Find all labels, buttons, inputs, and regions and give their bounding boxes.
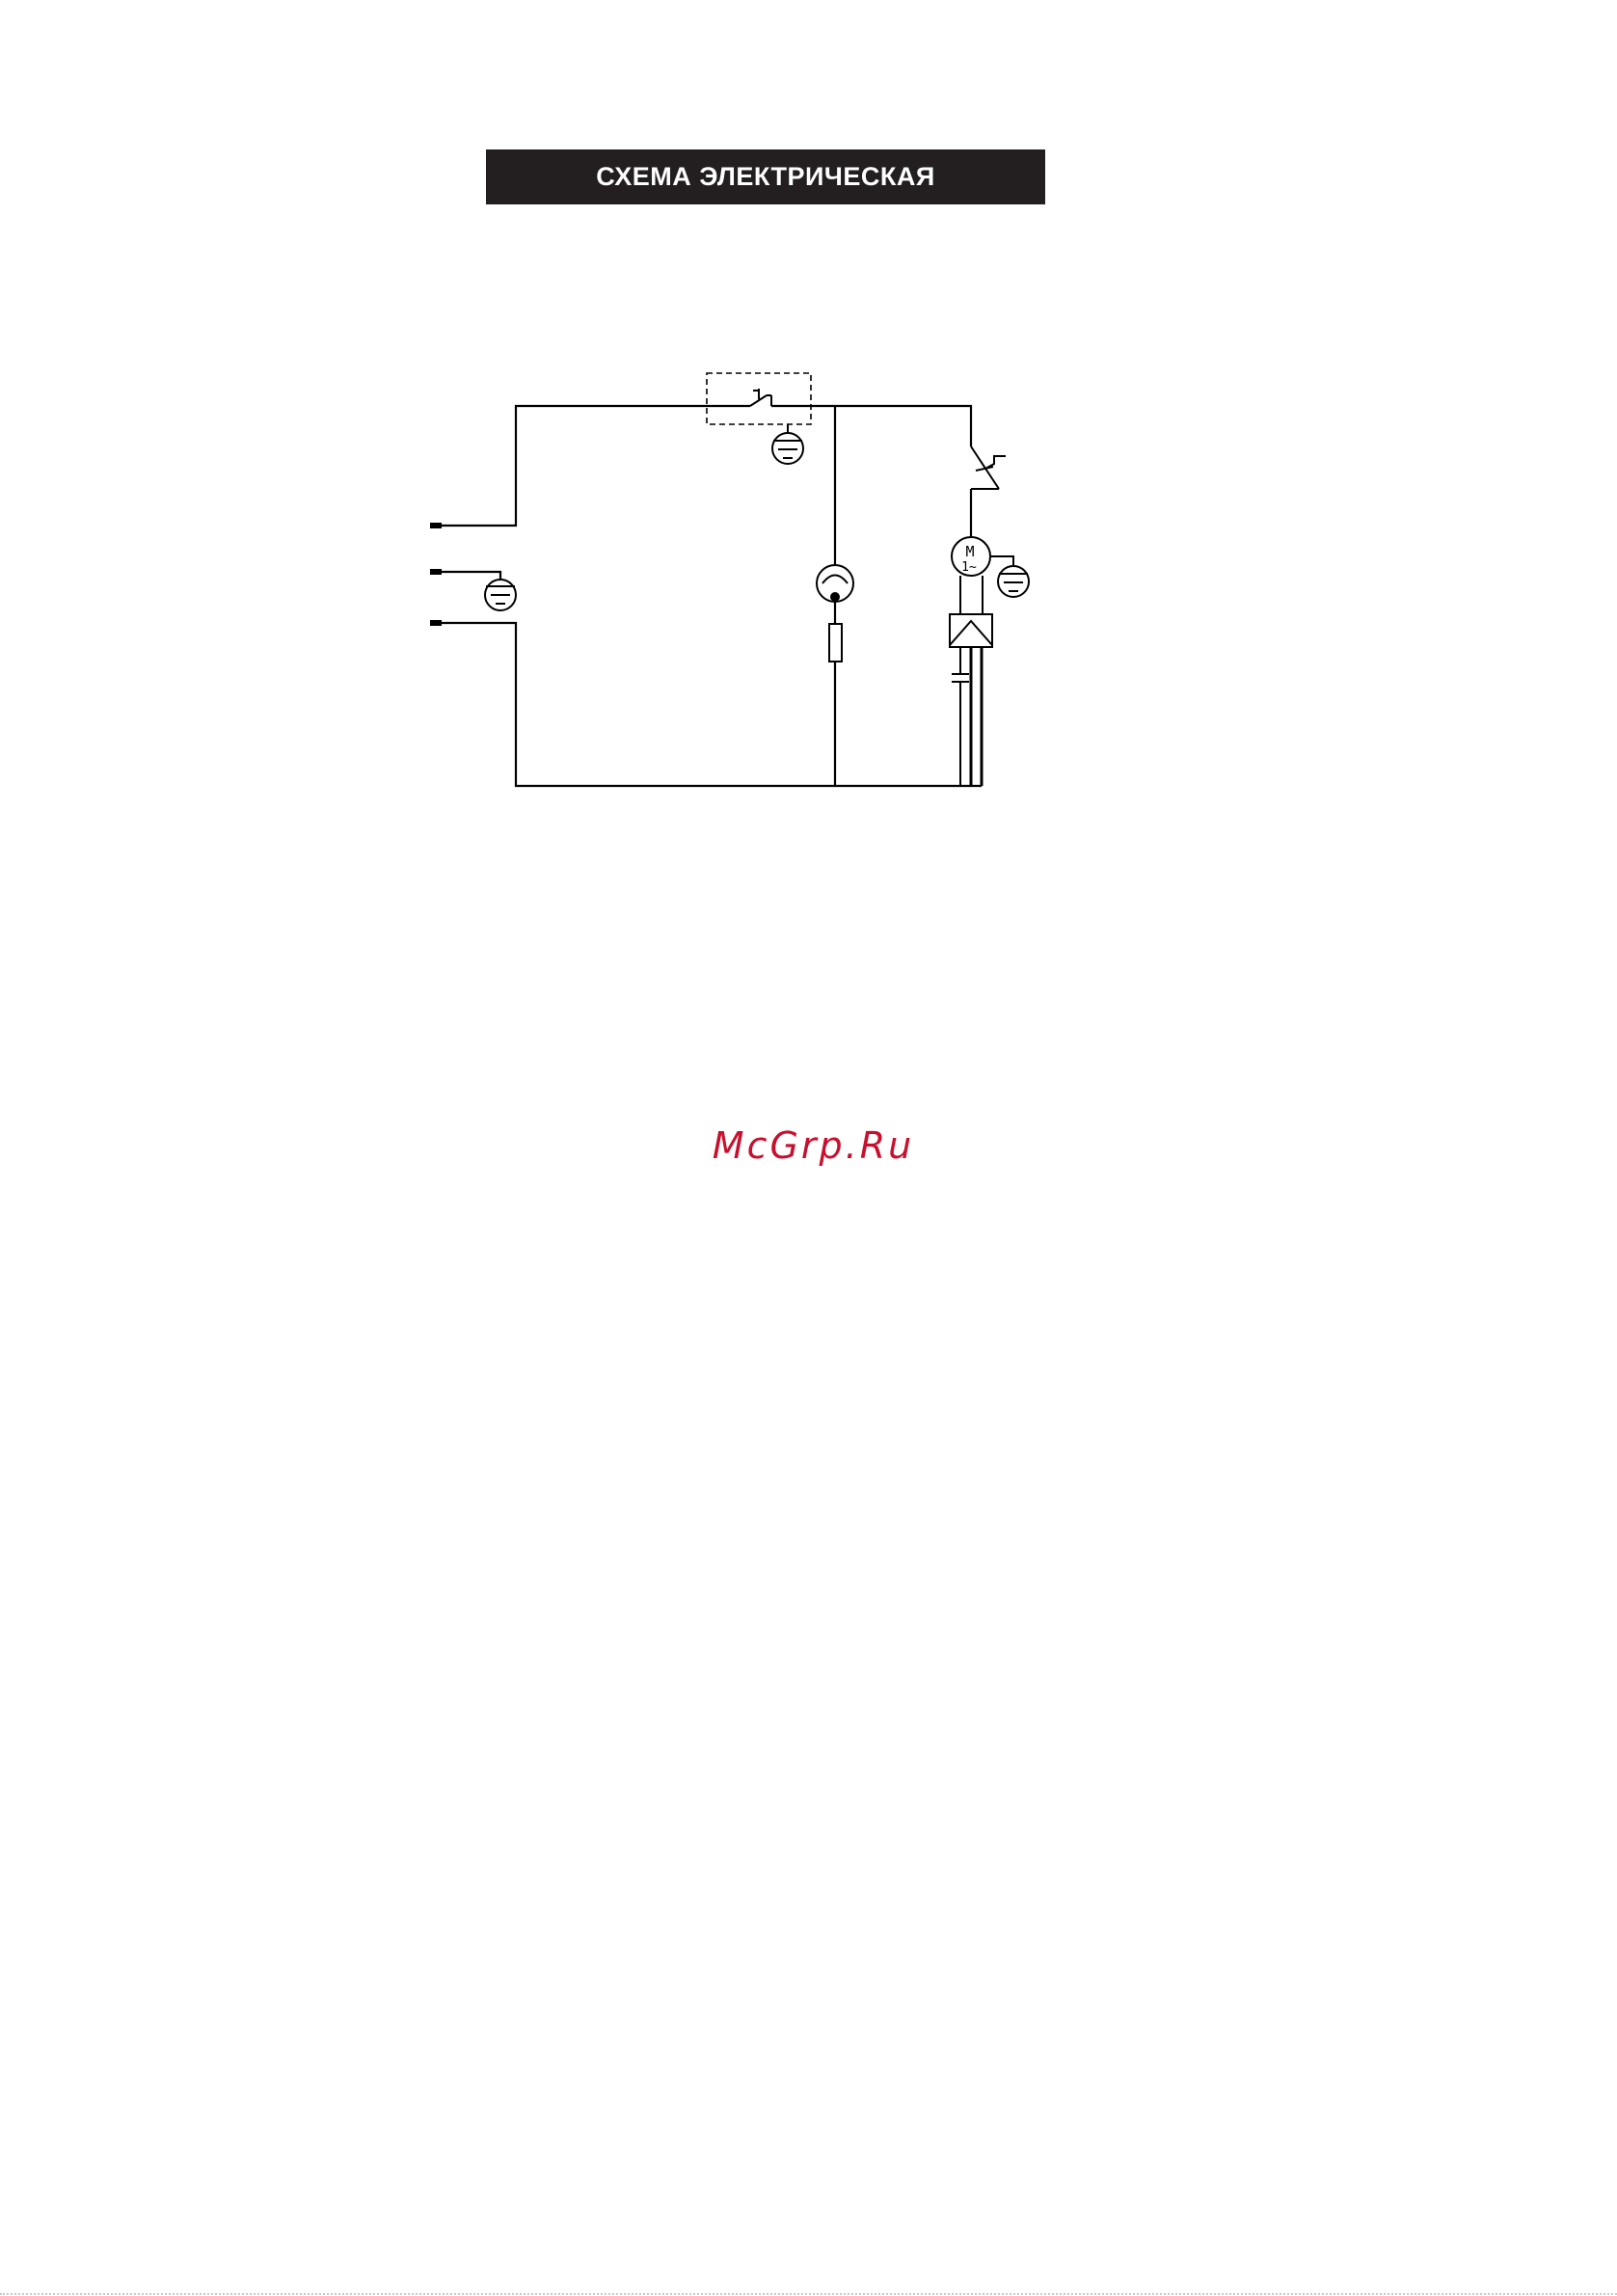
- motor-label: M: [965, 543, 974, 560]
- door-switch: [971, 446, 1006, 489]
- wire-phase-input: [433, 406, 750, 526]
- wire-motor-relay: [960, 576, 983, 614]
- wire-earth-input: [433, 572, 500, 580]
- terminal-phase: [430, 523, 442, 528]
- watermark-text: McGrp.Ru: [713, 1124, 914, 1167]
- lamp-icon: [817, 565, 853, 602]
- earth-symbol-motor: [998, 566, 1029, 597]
- capacitor-icon: [952, 647, 969, 786]
- earth-symbol-plug: [485, 580, 516, 610]
- terminal-neutral: [430, 620, 442, 626]
- wire-motor-earth: [990, 556, 1013, 565]
- page-bottom-edge: [0, 2293, 1617, 2295]
- start-relay-icon: [950, 614, 992, 647]
- plug-terminals: [430, 523, 442, 626]
- thermostat: [707, 373, 811, 433]
- watermark: McGrp.Ru: [0, 1124, 1617, 1167]
- compressor-leads: [971, 647, 982, 786]
- resistor-icon: [829, 624, 842, 662]
- motor-phase-label: 1~: [961, 560, 977, 575]
- earth-symbol-thermostat: [772, 433, 803, 464]
- terminal-earth: [430, 569, 442, 575]
- wire-neutral-input: [433, 623, 982, 786]
